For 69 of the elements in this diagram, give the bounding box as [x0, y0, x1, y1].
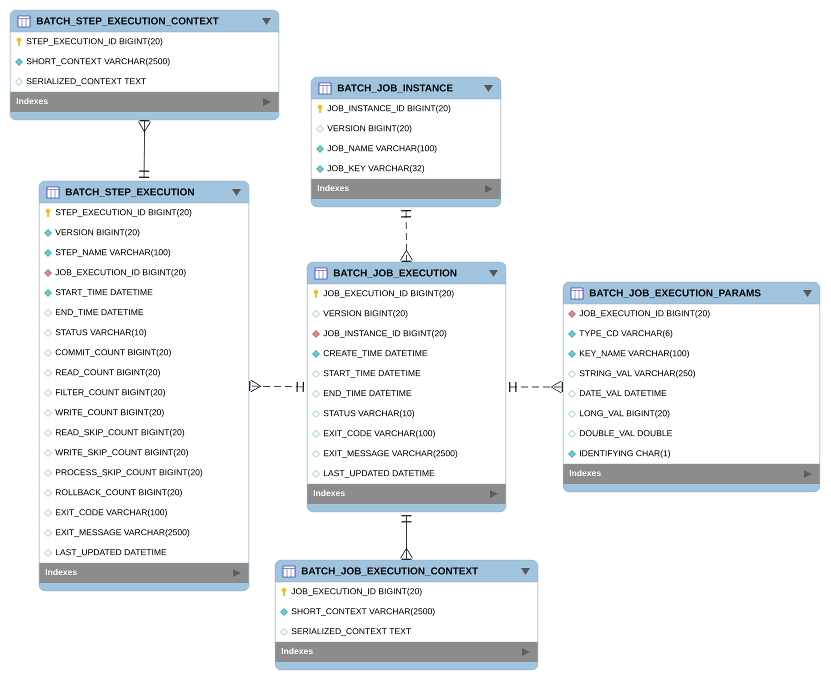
- column-text: READ_SKIP_COUNT BIGINT(20): [56, 429, 184, 437]
- column-text: VERSION BIGINT(20): [323, 310, 408, 318]
- column-text: START_TIME DATETIME: [324, 370, 420, 378]
- table-box: [10, 10, 280, 120]
- table-box: [562, 282, 820, 492]
- indexes-label: Indexes: [46, 568, 77, 576]
- table-title: BATCH_STEP_EXECUTION: [66, 188, 194, 197]
- column-text: STEP_NAME VARCHAR(100): [56, 249, 170, 257]
- column-text: FILTER_COUNT BIGINT(20): [56, 389, 165, 397]
- table-box: [38, 180, 250, 592]
- table-title: BATCH_JOB_EXECUTION_PARAMS: [590, 289, 761, 298]
- table-box: [310, 76, 502, 208]
- column-text: SERIALIZED_CONTEXT TEXT: [26, 78, 146, 86]
- column-text: DATE_VAL DATETIME: [580, 390, 666, 398]
- table-box: [306, 262, 506, 512]
- column-text: READ_COUNT BIGINT(20): [56, 369, 160, 377]
- column-text: JOB_NAME VARCHAR(100): [327, 145, 436, 153]
- column-text: COMMIT_COUNT BIGINT(20): [56, 349, 171, 357]
- table-title: BATCH_JOB_EXECUTION_CONTEXT: [302, 567, 478, 576]
- column-text: CREATE_TIME DATETIME: [324, 350, 428, 358]
- column-text: ROLLBACK_COUNT BIGINT(20): [56, 489, 182, 497]
- column-text: EXIT_CODE VARCHAR(100): [56, 509, 167, 517]
- column-text: END_TIME DATETIME: [56, 309, 144, 317]
- relationship-line: [138, 120, 151, 178]
- column-text: EXIT_MESSAGE VARCHAR(2500): [324, 450, 458, 458]
- column-text: STATUS VARCHAR(10): [56, 329, 146, 337]
- column-text: IDENTIFYING CHAR(1): [580, 450, 670, 458]
- column-text: SERIALIZED_CONTEXT TEXT: [292, 628, 411, 636]
- relationship-line: [509, 380, 563, 394]
- column-text: DOUBLE_VAL DOUBLE: [580, 430, 672, 438]
- indexes-label: Indexes: [16, 98, 48, 104]
- indexes-label: Indexes: [318, 184, 349, 192]
- column-text: SHORT_CONTEXT VARCHAR(2500): [26, 58, 170, 66]
- indexes-label: Indexes: [282, 648, 313, 654]
- column-text: START_TIME DATETIME: [56, 289, 152, 297]
- column-text: JOB_INSTANCE_ID BIGINT(20): [323, 330, 446, 338]
- column-text: WRITE_COUNT BIGINT(20): [55, 409, 164, 417]
- column-text: WRITE_SKIP_COUNT BIGINT(20): [55, 449, 188, 457]
- column-text: TYPE_CD VARCHAR(6): [579, 330, 672, 338]
- column-text: EXIT_CODE VARCHAR(100): [324, 430, 435, 438]
- column-text: VERSION BIGINT(20): [55, 229, 140, 237]
- relationship-line: [249, 380, 304, 392]
- column-text: JOB_EXECUTION_ID BIGINT(20): [291, 588, 422, 596]
- column-text: LAST_UPDATED DATETIME: [56, 549, 166, 557]
- table-box: [274, 560, 538, 670]
- column-text: STEP_EXECUTION_ID BIGINT(20): [26, 38, 162, 46]
- column-text: STEP_EXECUTION_ID BIGINT(20): [56, 209, 192, 217]
- table-title: BATCH_STEP_EXECUTION_CONTEXT: [36, 17, 219, 26]
- column-text: JOB_KEY VARCHAR(32): [327, 165, 424, 173]
- relationship-line: [400, 515, 413, 560]
- column-text: SHORT_CONTEXT VARCHAR(2500): [292, 608, 435, 616]
- indexes-label: Indexes: [570, 470, 601, 476]
- table-title: BATCH_JOB_INSTANCE: [338, 84, 453, 93]
- column-text: END_TIME DATETIME: [324, 390, 412, 398]
- table-title: BATCH_JOB_EXECUTION: [334, 269, 456, 278]
- column-text: JOB_EXECUTION_ID BIGINT(20): [323, 290, 454, 298]
- column-text: EXIT_MESSAGE VARCHAR(2500): [56, 529, 190, 537]
- column-text: JOB_EXECUTION_ID BIGINT(20): [55, 269, 186, 277]
- indexes-label: Indexes: [314, 490, 345, 496]
- column-text: STATUS VARCHAR(10): [324, 410, 414, 418]
- column-text: KEY_NAME VARCHAR(100): [580, 350, 689, 358]
- column-text: STRING_VAL VARCHAR(250): [580, 370, 695, 378]
- column-text: JOB_INSTANCE_ID BIGINT(20): [327, 105, 450, 113]
- column-text: LONG_VAL BIGINT(20): [580, 410, 670, 418]
- column-text: VERSION BIGINT(20): [327, 125, 412, 133]
- column-text: PROCESS_SKIP_COUNT BIGINT(20): [56, 469, 202, 477]
- column-text: JOB_EXECUTION_ID BIGINT(20): [579, 310, 710, 318]
- column-text: LAST_UPDATED DATETIME: [324, 470, 434, 478]
- relationship-line: [400, 210, 413, 262]
